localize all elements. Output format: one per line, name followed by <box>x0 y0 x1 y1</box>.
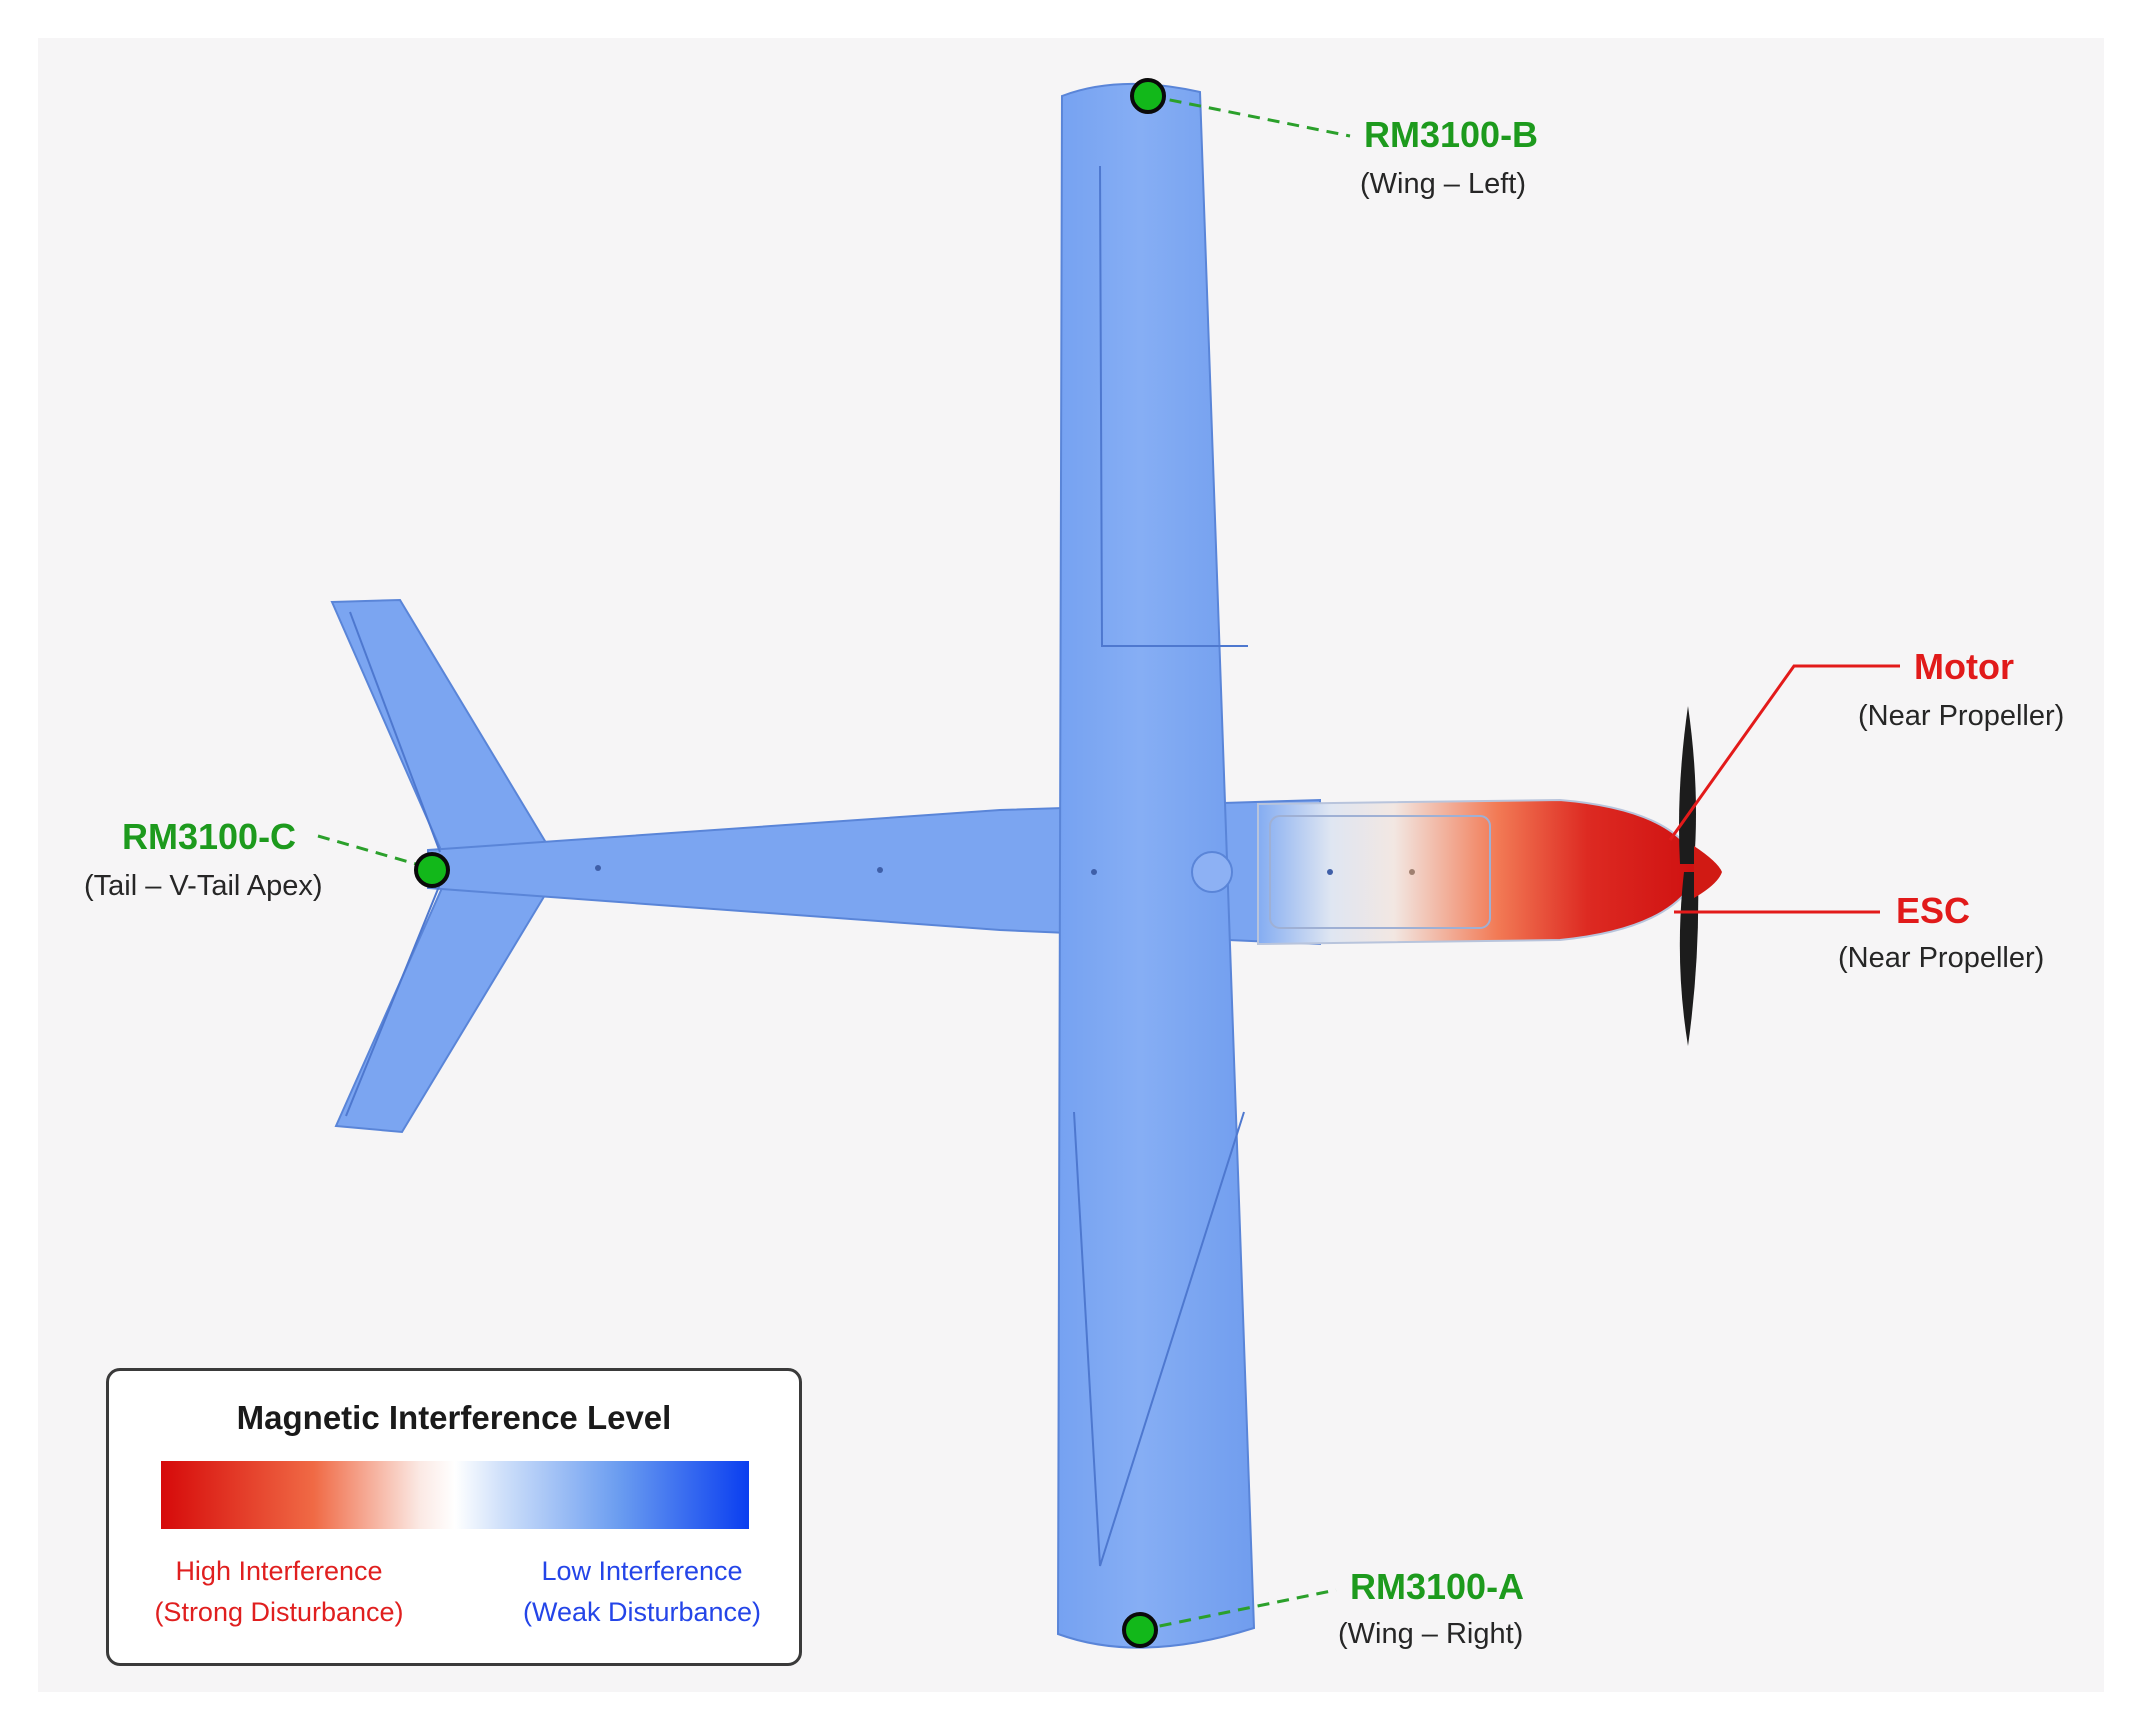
sensor-b-marker <box>1130 78 1166 114</box>
motor-location: (Near Propeller) <box>1858 700 2065 732</box>
legend-high-line2: (Strong Disturbance) <box>154 1597 404 1627</box>
sensor-b-location: (Wing – Left) <box>1360 168 1526 200</box>
sensor-b-name: RM3100-B <box>1364 114 1539 155</box>
pod-hatch <box>1269 815 1491 929</box>
sensor-a-name: RM3100-A <box>1350 1566 1525 1607</box>
spinner <box>1694 846 1722 898</box>
legend-low-line1: Low Interference <box>541 1556 743 1586</box>
esc-label: ESC <box>1896 890 1971 931</box>
legend-high-label: High Interference (Strong Disturbance) <box>129 1551 429 1633</box>
tail-panel-line-upper <box>349 611 441 853</box>
main-wing <box>1056 82 1256 1649</box>
legend-low-line2: (Weak Disturbance) <box>522 1597 762 1627</box>
sensor-c-marker <box>414 852 450 888</box>
propeller-blade-lower <box>1679 872 1699 1046</box>
sensor-a-leader <box>1139 1588 1337 1632</box>
tail-panel-line-lower <box>345 883 441 1117</box>
motor-pod <box>1257 798 1702 946</box>
legend-title: Magnetic Interference Level <box>236 1399 672 1436</box>
sensor-a-marker <box>1122 1612 1158 1648</box>
aileron-left <box>1099 165 1248 647</box>
legend-low-label: Low Interference (Weak Disturbance) <box>507 1551 777 1633</box>
rivet-2 <box>1327 869 1333 875</box>
sensor-b-leader <box>1149 94 1351 138</box>
propeller-blade-upper <box>1679 706 1696 864</box>
rivet-4 <box>877 867 883 873</box>
wing-hub <box>1191 851 1233 893</box>
interference-legend: Magnetic Interference Level High Interfe… <box>106 1368 802 1666</box>
sensor-c-location: (Tail – V-Tail Apex) <box>84 870 323 902</box>
aileron-right <box>1073 1111 1245 1567</box>
motor-label: Motor <box>1914 646 2014 687</box>
esc-location: (Near Propeller) <box>1838 942 2045 974</box>
legend-color-scale <box>161 1461 749 1529</box>
legend-high-line1: High Interference <box>175 1556 383 1586</box>
rivet-1 <box>1091 869 1097 875</box>
rivet-3 <box>1409 869 1415 875</box>
motor-leader <box>1668 664 1900 841</box>
sensor-c-name: RM3100-C <box>122 816 297 857</box>
sensor-a-location: (Wing – Right) <box>1338 1618 1524 1650</box>
rivet-5 <box>595 865 601 871</box>
